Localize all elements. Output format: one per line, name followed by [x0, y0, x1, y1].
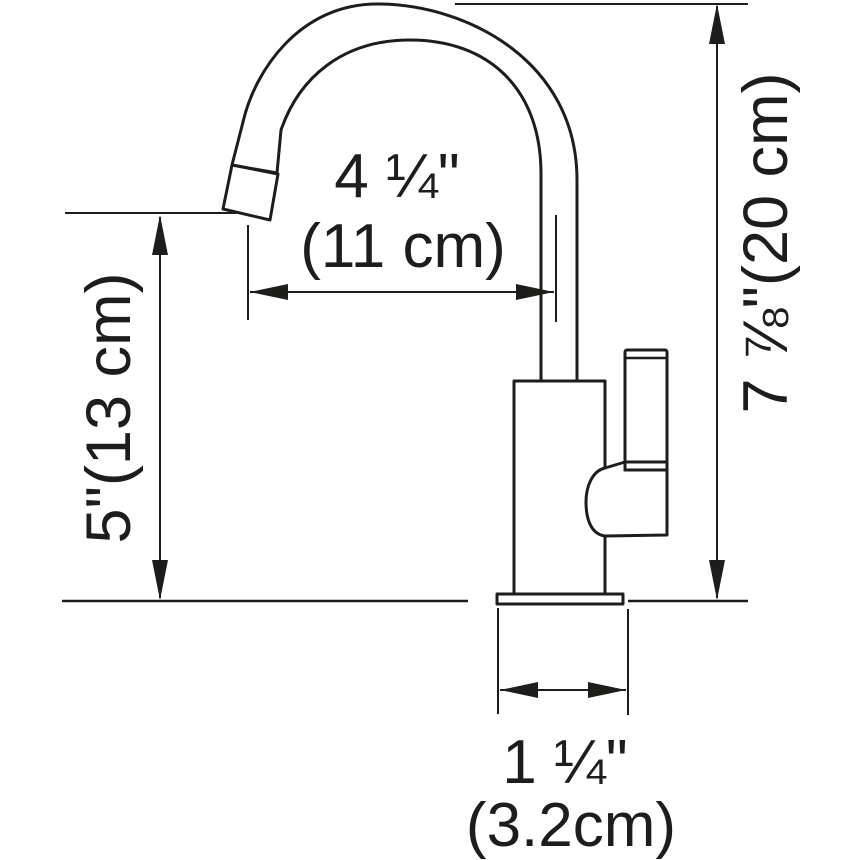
label-overall-height: 7 ⅞"(20 cm): [731, 73, 801, 414]
handle-collar: [623, 460, 669, 472]
label-spout-reach-imperial: 4 ¼": [334, 142, 459, 211]
arrowhead-right: [516, 284, 554, 300]
dimension-spout-height: [65, 212, 236, 600]
arrowhead-up: [152, 215, 168, 255]
label-base-diameter-metric: (3.2cm): [466, 791, 676, 860]
arrowhead-down: [709, 560, 725, 600]
arrowhead-left: [250, 284, 288, 300]
arrowhead-left: [500, 682, 538, 698]
arrowhead-up: [709, 4, 725, 44]
label-spout-height: 5"(13 cm): [74, 273, 144, 544]
label-spout-reach-metric: (11 cm): [300, 212, 506, 281]
dimension-annotations: [65, 3, 748, 715]
faucet-drawing: [62, 2, 748, 606]
arrowhead-down: [152, 560, 168, 600]
dimension-base-diameter: [497, 608, 629, 715]
valve-body: [584, 460, 669, 538]
arrowhead-right: [588, 682, 626, 698]
spout-gooseneck-outline: [230, 2, 579, 383]
dimension-overall-height: [455, 3, 748, 600]
base-flange: [495, 592, 625, 606]
dimension-spout-reach: [247, 215, 557, 322]
handle: [623, 348, 669, 464]
dimension-labels: 4 ¼" (11 cm) 5"(13 cm) 7 ⅞"(20 cm) 1 ¼" …: [74, 73, 801, 860]
label-base-diameter-imperial: 1 ¼": [502, 728, 627, 797]
spout-aerator-tip: [221, 163, 280, 222]
